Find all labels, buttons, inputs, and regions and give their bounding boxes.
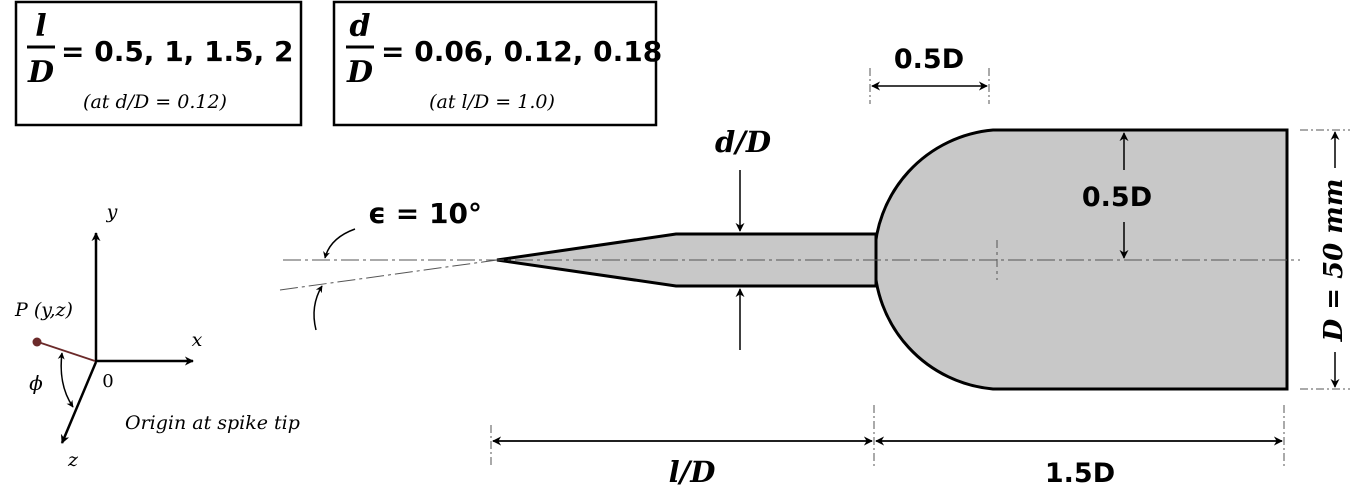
phi-angle-arrow [57,352,74,408]
phi-angle-label: ϕ [29,371,43,395]
dd-fraction-numerator: d [350,9,371,44]
ld-condition: (at d/D = 0.12) [83,91,227,113]
body-length-label: 1.5D [1045,458,1115,489]
dd-condition: (at l/D = 1.0) [429,91,555,113]
point-p-label: P (y,z) [14,299,73,321]
cone-angle-arrow-bottom [313,285,323,331]
cone-angle-line [279,259,498,291]
point-radius-line [37,341,96,362]
ld-fraction-numerator: l [35,9,46,44]
dd-fraction-denominator: D [346,55,373,90]
cone-angle-arrow-top [323,228,356,259]
spike-diameter-label: d/D [715,125,771,159]
point-p-marker [32,337,42,347]
nose-length-label: 0.5D [894,44,964,75]
body-diameter-label: D = 50 mm [1319,179,1349,343]
origin-note: Origin at spike tip [125,412,300,434]
ld-values: = 0.5, 1, 1.5, 2 [61,35,294,68]
dd-values-box: d D = 0.06, 0.12, 0.18 (at l/D = 1.0) [332,0,662,127]
cone-angle-label: ϵ = 10° [368,197,482,230]
origin-label: 0 [102,371,113,392]
ld-fraction-denominator: D [27,55,54,90]
ld-values-box: l D = 0.5, 1, 1.5, 2 (at d/D = 0.12) [14,0,303,127]
y-axis-label: y [106,201,118,223]
z-axis-label: z [67,449,79,471]
spike-length-label: l/D [669,455,716,489]
nose-radius-label: 0.5D [1082,182,1152,213]
dd-values: = 0.06, 0.12, 0.18 [381,35,662,68]
x-axis-label: x [192,329,203,351]
z-axis [60,361,98,444]
